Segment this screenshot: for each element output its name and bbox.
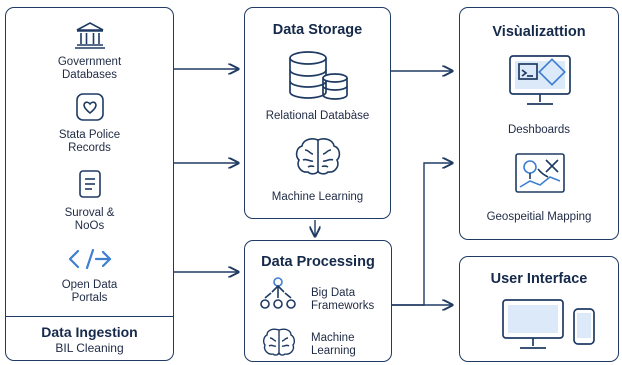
geospatial-mapping-label: Geospeitial Mapping <box>486 211 592 223</box>
desktop-monitor-icon <box>502 299 564 349</box>
document-list-icon <box>79 170 101 198</box>
arrow-processing-to-visualization <box>392 163 452 306</box>
data-ingestion-subtitle: BIL Cleaning <box>55 341 124 355</box>
brain-icon <box>262 328 296 356</box>
smartphone-icon <box>573 308 595 345</box>
data-storage-box: Data Storage Relational Databàse Machine… <box>244 7 391 219</box>
police-badge-icon <box>76 93 104 121</box>
ingestion-footer-divider <box>6 316 173 317</box>
dashboards-label: Deshboards <box>507 124 570 136</box>
user-interface-title: User Interface <box>490 271 588 287</box>
user-interface-box: User Interface <box>459 256 619 362</box>
database-icon <box>289 51 348 100</box>
visualization-title: Visùalizattion <box>492 24 586 40</box>
data-ingestion-title: Data Ingestion <box>41 324 138 340</box>
dashboard-monitor-icon <box>509 55 571 105</box>
data-storage-title: Data Storage <box>272 22 363 38</box>
relational-database-label: Relational Databàse <box>265 110 370 122</box>
storage-machine-learning-label: Machine Learning <box>271 191 364 203</box>
code-brackets-icon <box>68 248 112 270</box>
government-building-icon <box>75 22 105 49</box>
survey-ngos-label: Suroval &NoOs <box>64 207 115 232</box>
brain-icon <box>295 138 341 175</box>
network-nodes-icon <box>260 277 296 309</box>
visualization-box: Visùalizattion Deshboards Geospeitial Ma… <box>459 7 619 240</box>
data-processing-title: Data Processing <box>261 254 375 270</box>
map-icon <box>515 153 565 193</box>
